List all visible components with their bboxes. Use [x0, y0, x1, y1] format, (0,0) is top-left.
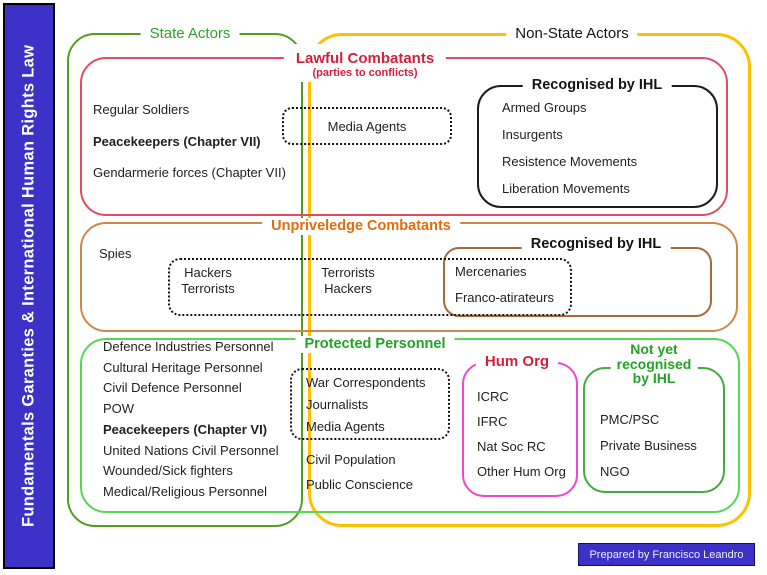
- list-item-nat-soc-rc: Nat Soc RC: [477, 439, 546, 454]
- state-actors-heading: State Actors: [140, 25, 240, 42]
- list-item-ifrc: IFRC: [477, 414, 508, 429]
- list-item-insurgents: Insurgents: [502, 127, 563, 142]
- civil-list: Civil Population Public Conscience: [306, 447, 413, 497]
- list-item-wounded-sick: Wounded/Sick fighters: [103, 463, 233, 479]
- list-item-pmc-psc: PMC/PSC: [600, 412, 660, 427]
- list-item-spies: Spies: [99, 246, 132, 261]
- left-banner: Fundamentals Garanties & International H…: [3, 3, 55, 569]
- list-item-ngo: NGO: [600, 464, 630, 479]
- list-item-pow: POW: [103, 401, 135, 417]
- hum-org-list: ICRC IFRC Nat Soc RC Other Hum Org: [477, 384, 566, 484]
- list-item-public-conscience: Public Conscience: [306, 477, 413, 492]
- list-item-armed-groups: Armed Groups: [502, 100, 587, 115]
- protected-state-list: Defence Industries Personnel Cultural He…: [103, 337, 279, 503]
- list-item-terrorists-1: Terrorists: [181, 280, 235, 296]
- hum-org-heading: Hum Org: [475, 353, 559, 370]
- list-item-media-agents-2: Media Agents: [306, 419, 385, 434]
- war-correspondents-list: War Correspondents Journalists Media Age…: [306, 372, 425, 438]
- recognised-by-ihl-box-lawful: [477, 85, 718, 208]
- dashed-column-nonstate: Terrorists Hackers: [305, 265, 391, 296]
- not-yet-line-1: Not yet: [630, 341, 678, 357]
- hackers-terrorists-dashed-box: [168, 258, 572, 316]
- banner-vertical-title: Fundamentals Garanties & International H…: [19, 44, 38, 528]
- recognised-by-ihl-heading-lawful: Recognised by IHL: [522, 77, 672, 94]
- media-agents-label: Media Agents: [327, 118, 407, 134]
- not-yet-line-2: recognised: [616, 355, 692, 372]
- list-item-defence-industries: Defence Industries Personnel: [103, 339, 274, 354]
- lawful-combatants-title-text: Lawful Combatants: [295, 50, 435, 67]
- not-yet-recognised-heading: Not yet recognised by IHL: [610, 341, 698, 386]
- list-item-liberation-movements: Liberation Movements: [502, 181, 630, 196]
- list-item-hackers-2: Hackers: [324, 280, 372, 296]
- not-yet-list: PMC/PSC Private Business NGO: [600, 407, 697, 485]
- list-item-icrc: ICRC: [477, 389, 509, 404]
- lawful-combatants-subtitle-text: (parties to conflicts): [312, 67, 418, 79]
- list-item-war-correspondents: War Correspondents: [306, 375, 426, 390]
- list-item-private-business: Private Business: [600, 438, 697, 453]
- list-item-medical-religious: Medical/Religious Personnel: [103, 483, 268, 499]
- list-item-journalists: Journalists: [306, 397, 369, 412]
- list-item-civil-defence: Civil Defence Personnel: [103, 380, 242, 396]
- list-item-peacekeepers-vi: Peacekeepers (Chapter VI): [103, 421, 268, 437]
- list-item-peacekeepers-vii: Peacekeepers (Chapter VII): [93, 134, 261, 149]
- list-item-un-civil-personnel: United Nations Civil Personnel: [103, 442, 279, 458]
- list-item-hackers-1: Hackers: [184, 265, 232, 280]
- recognised-by-ihl-heading-unprivileged: Recognised by IHL: [521, 236, 671, 253]
- list-item-franco-atirateurs: Franco-atirateurs: [455, 290, 554, 305]
- list-item-mercenaries: Mercenaries: [455, 264, 527, 279]
- list-item-resistence-movements: Resistence Movements: [502, 154, 638, 169]
- dashed-column-state: Hackers Terrorists: [165, 265, 251, 296]
- unprivileged-combatants-heading: Unpriveledge Combatants: [262, 218, 460, 235]
- list-item-cultural-heritage: Cultural Heritage Personnel: [103, 359, 263, 375]
- lawful-combatants-heading: Lawful Combatants (parties to conflicts): [283, 44, 447, 82]
- list-item-regular-soldiers: Regular Soldiers: [93, 102, 190, 117]
- protected-personnel-heading: Protected Personnel: [295, 336, 455, 353]
- credit-text: Prepared by Francisco Leandro: [589, 548, 744, 561]
- credit-badge: Prepared by Francisco Leandro: [578, 543, 755, 566]
- list-item-gendarmerie: Gendarmerie forces (Chapter VII): [93, 165, 286, 180]
- non-state-actors-heading: Non-State Actors: [506, 25, 638, 42]
- list-item-civil-population: Civil Population: [306, 452, 396, 467]
- list-item-terrorists-2: Terrorists: [321, 265, 375, 280]
- war-correspondents-dashed-box: [290, 368, 450, 440]
- list-item-other-hum-org: Other Hum Org: [477, 464, 566, 479]
- media-agents-dashed-box: Media Agents: [282, 107, 452, 145]
- not-yet-line-3: by IHL: [632, 370, 676, 386]
